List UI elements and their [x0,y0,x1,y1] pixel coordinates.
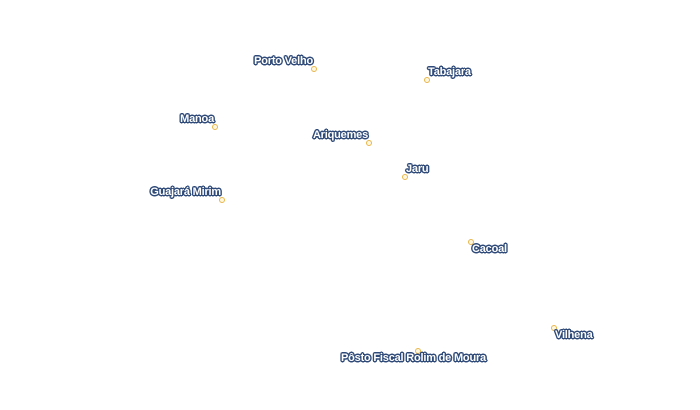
city-marker[interactable] [366,140,372,146]
city-marker[interactable] [311,66,317,72]
city-label: Guajará Mirim [150,186,221,198]
city-label: Pôsto Fiscal Rolim de Moura [341,352,486,364]
city-marker[interactable] [219,197,225,203]
city-label: Cacoal [472,243,507,255]
city-marker[interactable] [468,239,474,245]
city-marker[interactable] [424,77,430,83]
city-marker[interactable] [212,124,218,130]
city-marker[interactable] [415,348,421,354]
city-label: Manoa [180,113,214,125]
city-label: Jaru [406,163,429,175]
city-label: Porto Velho [254,55,313,67]
city-label: Tabajara [428,66,471,78]
city-label: Ariquemes [312,129,368,141]
city-marker[interactable] [551,325,557,331]
city-label: Vilhena [555,329,593,341]
city-marker[interactable] [402,174,408,180]
